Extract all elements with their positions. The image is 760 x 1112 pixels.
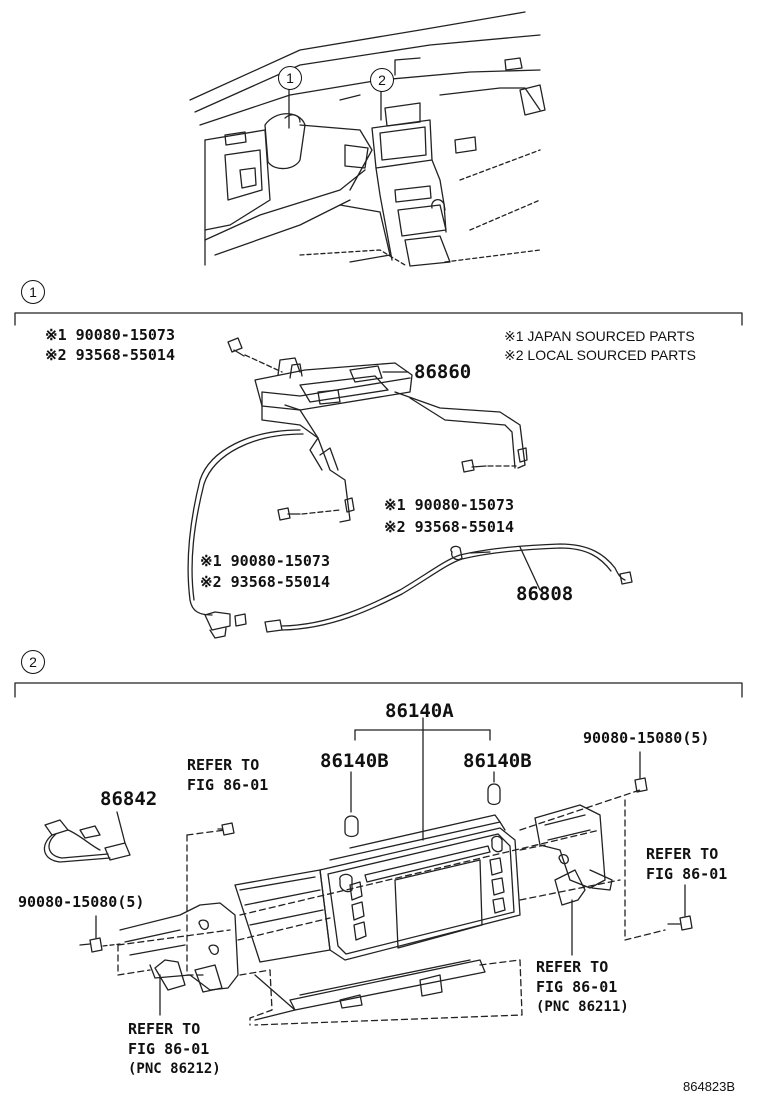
- callout-1: 1: [278, 66, 302, 90]
- legend-japan-sourced: ※1 JAPAN SOURCED PARTS: [504, 328, 695, 344]
- bracket-86860-drawing: [255, 358, 527, 522]
- callout-2: 2: [370, 68, 394, 92]
- screw-right-label: 90080-15080(5): [583, 729, 710, 747]
- section2-marker: 2: [21, 650, 45, 674]
- section1-frame: [15, 313, 742, 325]
- refer-right: REFER TO FIG 86-01: [646, 845, 728, 883]
- figure-code: 864823B: [683, 1079, 736, 1094]
- bolt-a-label-japan: ※1 90080-15073: [45, 326, 175, 344]
- bolt-a-label-local: ※2 93568-55014: [45, 346, 175, 364]
- screw-left-label: 90080-15080(5): [18, 893, 145, 911]
- head-unit-drawing: [44, 718, 692, 1025]
- refer-lower-left: REFER TO FIG 86-01 (PNC 86212): [128, 1020, 221, 1077]
- bolt-b-label-local: ※2 93568-55014: [384, 518, 514, 536]
- cable-86808-drawing: [188, 430, 632, 638]
- bolt-b-label-japan: ※1 90080-15073: [384, 496, 514, 514]
- part-86140B-right-label: 86140B: [463, 750, 532, 772]
- refer-upper-left: REFER TO FIG 86-01: [187, 756, 269, 794]
- refer-lower-right: REFER TO FIG 86-01 (PNC 86211): [536, 958, 629, 1015]
- part-86842-label: 86842: [100, 788, 158, 810]
- bolt-drawings-section1: [228, 338, 516, 520]
- bolt-c-label-japan: ※1 90080-15073: [200, 552, 330, 570]
- dashboard-overview-drawing: [190, 12, 545, 266]
- part-86140A-label: 86140A: [385, 700, 454, 722]
- section1-marker: 1: [21, 280, 45, 304]
- section2-frame: [15, 683, 742, 697]
- legend-local-sourced: ※2 LOCAL SOURCED PARTS: [504, 347, 696, 363]
- bolt-c-label-local: ※2 93568-55014: [200, 573, 330, 591]
- part-86808-label: 86808: [516, 583, 574, 605]
- part-86860-label: 86860: [414, 361, 472, 383]
- part-86140B-left-label: 86140B: [320, 750, 389, 772]
